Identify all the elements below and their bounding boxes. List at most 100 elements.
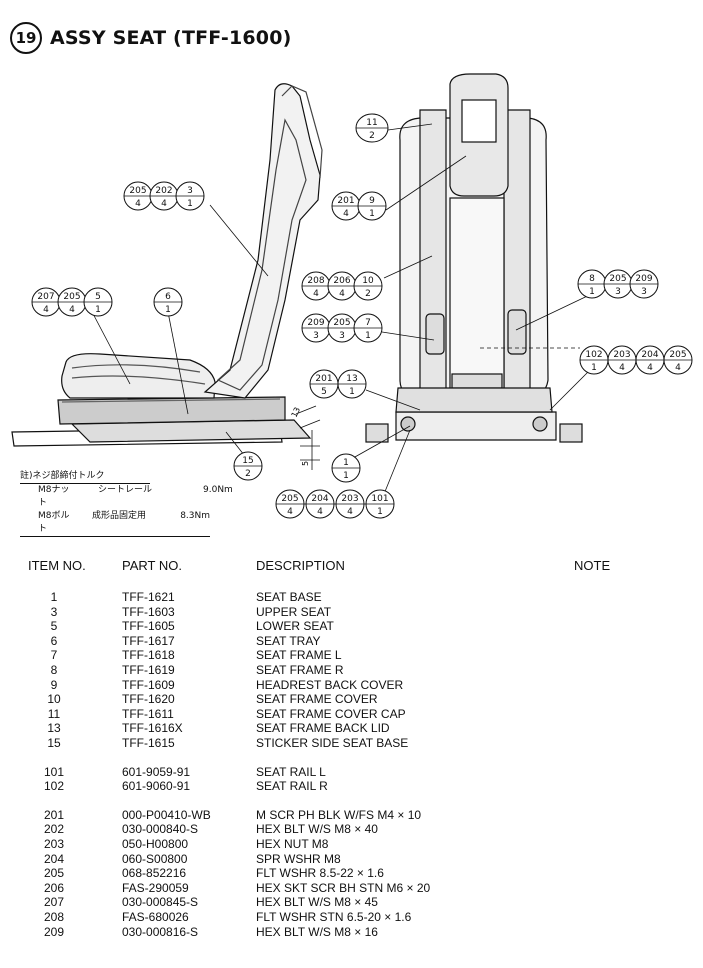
item-no-cell: 9 bbox=[50, 677, 58, 692]
torque-use: 成形品固定用 bbox=[91, 511, 146, 521]
callout-item-no: 206 bbox=[333, 276, 350, 286]
description-cell: SEAT FRAME COVER bbox=[256, 692, 378, 707]
part-no-cell: TFF-1617 bbox=[122, 633, 175, 648]
torque-heading: 註)ネジ部締付トルク bbox=[20, 470, 150, 484]
torque-use: シートレール bbox=[98, 485, 153, 495]
description-cell: HEX BLT W/S M8 × 45 bbox=[256, 895, 378, 910]
part-no-cell: TFF-1619 bbox=[122, 663, 175, 677]
callout-item-no: 204 bbox=[641, 350, 658, 360]
callout-qty: 4 bbox=[313, 289, 319, 299]
part-no-cell: 601-9059-91 bbox=[122, 764, 191, 779]
description-cell: UPPER SEAT bbox=[256, 604, 332, 619]
callout-205-202-3 bbox=[123, 181, 205, 211]
part-no-cell: FAS-680026 bbox=[122, 910, 189, 924]
callout-qty: 3 bbox=[339, 331, 345, 341]
part-no-cell: 068-852216 bbox=[122, 866, 187, 881]
item-no-cell: 101 bbox=[43, 764, 65, 779]
seat-assembly-drawing: 13 5 bbox=[11, 73, 693, 519]
callout-item-no: 7 bbox=[365, 318, 371, 328]
item-no-cell: 13 bbox=[47, 721, 61, 736]
item-no-cell: 6 bbox=[50, 633, 58, 648]
description-cell: FLT WSHR 8.5-22 × 1.6 bbox=[256, 866, 384, 881]
callout-qty: 4 bbox=[317, 507, 323, 517]
callout-11 bbox=[355, 113, 389, 143]
item-no-cell: 7 bbox=[50, 648, 58, 663]
part-no-cell: 000-P00410-WB bbox=[122, 807, 211, 822]
callout-qty: 4 bbox=[69, 305, 75, 315]
item-no-cell: 11 bbox=[47, 706, 61, 721]
item-no-cell: 203 bbox=[43, 837, 65, 851]
callout-qty: 1 bbox=[95, 305, 101, 315]
callout-qty: 1 bbox=[591, 363, 597, 373]
part-no-cell: 030-000845-S bbox=[122, 895, 199, 910]
description-cell: SEAT BASE bbox=[256, 590, 322, 604]
description-cell: SEAT FRAME R bbox=[256, 663, 344, 677]
callout-item-no: 11 bbox=[366, 118, 377, 128]
torque-value: 9.0Nm bbox=[203, 485, 233, 495]
callout-102-203-204-205 bbox=[579, 345, 693, 375]
torque-value: 8.3Nm bbox=[180, 511, 210, 521]
item-no-cell: 1 bbox=[50, 590, 58, 604]
item-no-cell: 205 bbox=[43, 866, 65, 881]
part-no-cell: 030-000816-S bbox=[122, 924, 199, 939]
callout-208-206-10 bbox=[301, 271, 383, 301]
callout-201-13 bbox=[309, 369, 367, 399]
callout-201-9 bbox=[331, 191, 387, 221]
item-no-cell: 204 bbox=[43, 851, 65, 866]
side-view bbox=[11, 83, 323, 470]
header-item-no: ITEM NO. bbox=[28, 558, 86, 573]
callout-207-205-5 bbox=[31, 287, 113, 317]
description-cell: STICKER SIDE SEAT BASE bbox=[256, 736, 409, 750]
header-part-no: PART NO. bbox=[122, 558, 182, 573]
callout-qty: 4 bbox=[135, 199, 141, 209]
callout-qty: 1 bbox=[365, 331, 371, 341]
callout-qty: 3 bbox=[313, 331, 319, 341]
part-no-cell: FAS-290059 bbox=[122, 880, 189, 895]
callout-qty: 4 bbox=[161, 199, 167, 209]
item-no-cell: 15 bbox=[47, 736, 61, 750]
callout-item-no: 208 bbox=[307, 276, 324, 286]
header-note: NOTE bbox=[574, 558, 611, 573]
item-no-cell: 3 bbox=[50, 604, 58, 619]
callout-qty: 2 bbox=[369, 131, 375, 141]
callout-item-no: 203 bbox=[613, 350, 630, 360]
callout-qty: 4 bbox=[287, 507, 293, 517]
part-no-cell: 030-000840-S bbox=[122, 822, 199, 837]
item-no-cell: 202 bbox=[43, 822, 65, 837]
leader-lines bbox=[89, 123, 601, 495]
callout-item-no: 10 bbox=[362, 276, 374, 286]
torque-bolt: M8ボルト bbox=[38, 511, 70, 534]
table-row: 203 050-H00800 HEX NUT M8 bbox=[0, 837, 703, 852]
callout-qty: 1 bbox=[349, 387, 355, 397]
callout-qty: 4 bbox=[647, 363, 653, 373]
section-number-badge: 19 bbox=[10, 22, 42, 54]
header-description: DESCRIPTION bbox=[256, 558, 345, 573]
callout-item-no: 209 bbox=[635, 274, 652, 284]
callout-item-no: 205 bbox=[129, 186, 146, 196]
callout-qty: 4 bbox=[339, 289, 345, 299]
part-no-cell: TFF-1620 bbox=[122, 692, 175, 707]
section-title: 19 ASSY SEAT (TFF-1600) bbox=[10, 22, 292, 54]
description-cell: M SCR PH BLK W/FS M4 × 10 bbox=[256, 807, 422, 822]
callout-item-no: 207 bbox=[37, 292, 54, 302]
description-cell: HEX SKT SCR BH STN M6 × 20 bbox=[256, 880, 431, 895]
callout-qty: 1 bbox=[369, 209, 375, 219]
callout-qty: 4 bbox=[619, 363, 625, 373]
description-cell: HEADREST BACK COVER bbox=[256, 677, 404, 692]
part-no-cell: TFF-1615 bbox=[122, 736, 175, 750]
callout-8-205-209 bbox=[577, 269, 659, 299]
description-cell: HEX NUT M8 bbox=[256, 837, 329, 851]
part-no-cell: 050-H00800 bbox=[122, 837, 189, 851]
